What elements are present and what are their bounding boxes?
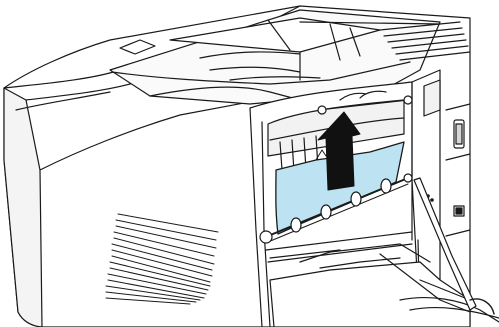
feed-roller (351, 192, 361, 206)
feed-roller (291, 218, 301, 232)
feed-roller (321, 205, 331, 219)
feed-roller (381, 179, 391, 193)
